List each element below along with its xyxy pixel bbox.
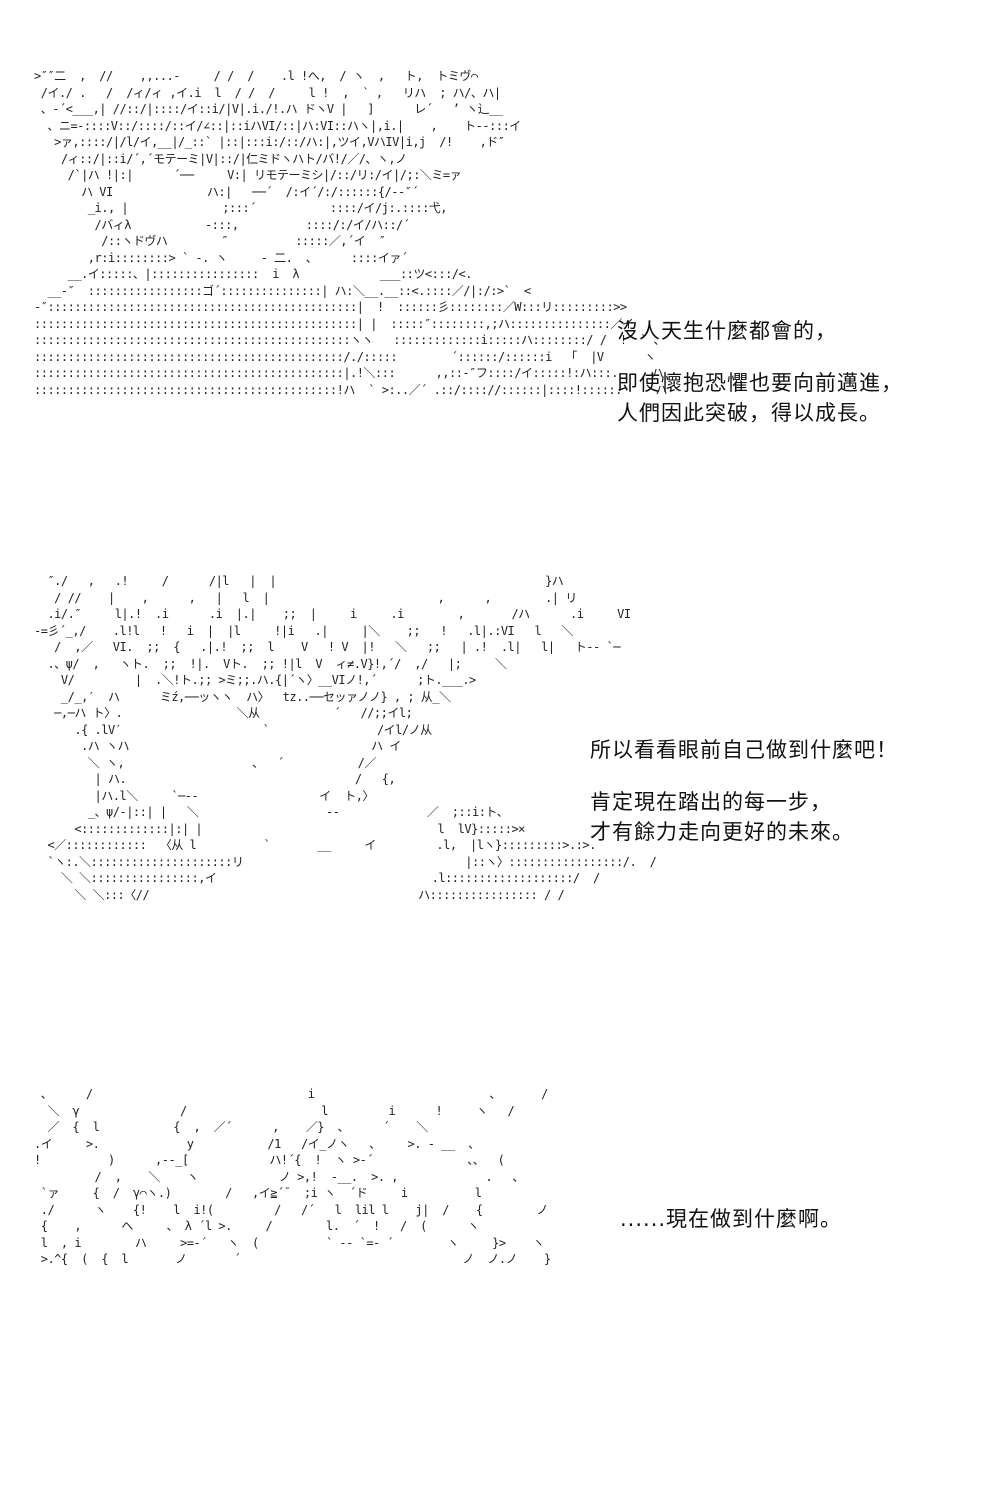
caption-line: 肯定現在踏出的每一步， — [590, 790, 832, 814]
caption-line: 即使懷抱恐懼也要向前邁進， — [617, 371, 903, 395]
panel-1: >″″二 , // ,,...- / / / .l !へ, / ヽ , ト, ト… — [0, 60, 1000, 530]
caption-block-2: 所以看看眼前自己做到什麼吧！ 肯定現在踏出的每一步， 才有餘力走向更好的未來。 — [590, 735, 898, 847]
ascii-art-figure-2: ″./ , .! / /|l | | }ハ / // | , , | l | ,… — [34, 574, 657, 902]
caption-gap — [590, 765, 898, 787]
panel-2: ″./ , .! / /|l | | }ハ / // | , , | l | ,… — [0, 565, 1000, 1035]
caption-line: 沒人天生什麼都會的， — [617, 319, 837, 343]
caption-line: 人們因此突破，得以成長。 — [617, 401, 881, 425]
caption-line: ......現在做到什麼啊。 — [620, 1207, 843, 1231]
ascii-art-figure-1: >″″二 , // ,,...- / / / .l !へ, / ヽ , ト, ト… — [34, 69, 668, 397]
caption-gap — [617, 346, 903, 368]
caption-block-3: ......現在做到什麼啊。 — [620, 1204, 842, 1234]
panel-3: 、 / i 、 / ＼ γ / l i ! ヽ / ／ { l { , ／´ ,… — [0, 1080, 1000, 1340]
caption-line: 才有餘力走向更好的未來。 — [590, 820, 854, 844]
ascii-art-figure-3: 、 / i 、 / ＼ γ / l i ! ヽ / ／ { l { , ／´ ,… — [34, 1087, 551, 1266]
caption-line: 所以看看眼前自己做到什麼吧！ — [590, 738, 898, 762]
caption-block-1: 沒人天生什麼都會的， 即使懷抱恐懼也要向前邁進， 人們因此突破，得以成長。 — [617, 316, 903, 428]
